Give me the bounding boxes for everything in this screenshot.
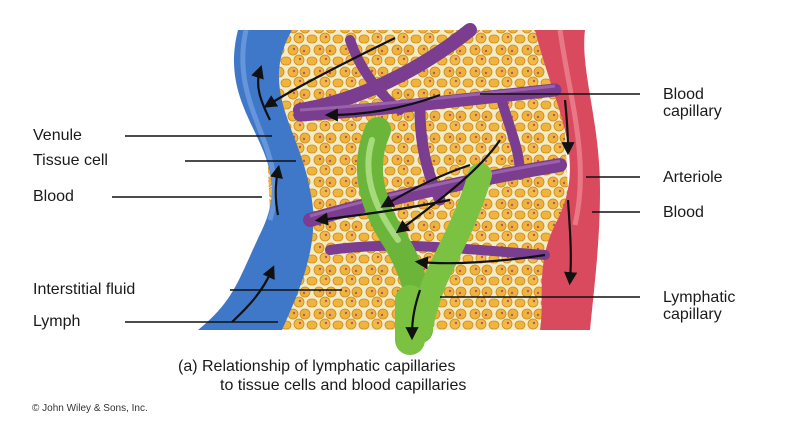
caption-line1: (a) Relationship of lymphatic capillarie… (178, 358, 456, 375)
label-blood-capillary-line2: capillary (663, 103, 722, 120)
flow-arrow-icon (231, 37, 578, 341)
label-lymphatic-capillary: Lymphatic capillary (663, 289, 735, 323)
label-lymph: Lymph (33, 313, 81, 330)
label-lymphatic-capillary-line2: capillary (663, 306, 722, 323)
label-arteriole: Arteriole (663, 169, 723, 186)
label-venule: Venule (33, 127, 82, 144)
label-blood-capillary: Blood capillary (663, 86, 722, 120)
label-interstitial-fluid: Interstitial fluid (33, 281, 136, 298)
arteriole-vessel (535, 30, 600, 330)
label-blood-capillary-line1: Blood (663, 86, 704, 103)
label-tissue-cell: Tissue cell (33, 152, 108, 169)
leader-lines (112, 93, 640, 323)
caption-line2: to tissue cells and blood capillaries (220, 377, 467, 394)
copyright-notice: © John Wiley & Sons, Inc. (32, 403, 148, 414)
label-lymphatic-capillary-line1: Lymphatic (663, 289, 736, 306)
lymphatic-capillary (356, 117, 492, 355)
label-blood-left: Blood (33, 188, 74, 205)
venule-vessel (198, 30, 314, 330)
label-blood-right: Blood (663, 204, 704, 221)
figure-caption: (a) Relationship of lymphatic capillarie… (178, 357, 466, 395)
